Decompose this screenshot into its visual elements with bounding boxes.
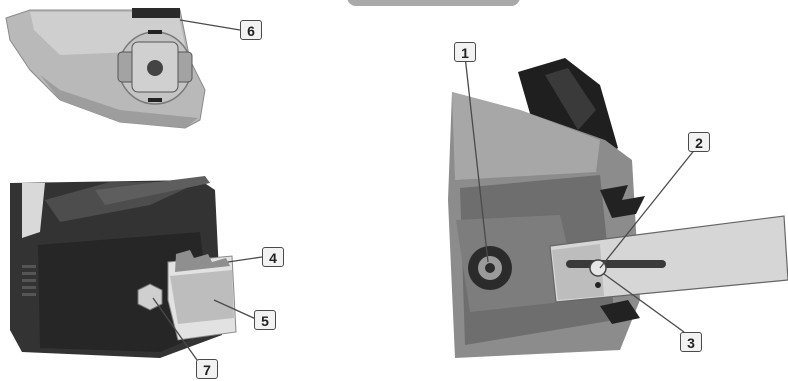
bar-mount-illustration [448,58,788,358]
sprocket-cover-illustration [5,8,206,129]
callout-5: 5 [254,310,276,330]
callout-2: 2 [688,132,710,152]
callout-7: 7 [196,359,218,379]
leader-lines [152,19,701,361]
callout-3: 3 [680,332,702,352]
saw-side-illustration [10,176,237,358]
callout-1: 1 [454,42,476,62]
callout-6: 6 [240,20,262,40]
callout-4: 4 [262,247,284,267]
header-tab [347,0,520,6]
